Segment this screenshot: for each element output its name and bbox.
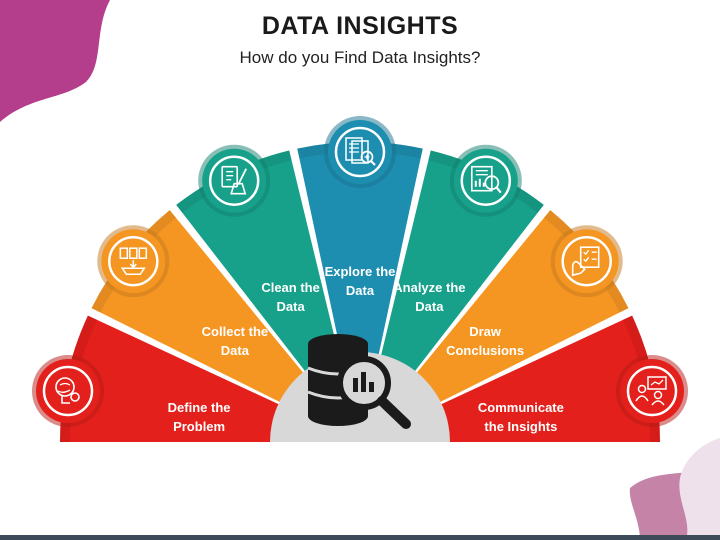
step-7-label-line1: Communicate [478,400,564,415]
step-1-label-line2: Problem [173,419,225,434]
step-6-icon-badge [550,225,623,298]
step-3-icon-badge [198,144,271,217]
step-2-icon-badge [97,225,170,298]
step-3-label-line1: Clean the [261,280,320,295]
step-4-icon-badge [324,116,396,188]
step-3-label-line2: Data [277,299,306,314]
center-hub [270,334,450,442]
step-4-label-line1: Explore the [325,264,396,279]
step-5-label-line2: Data [415,299,444,314]
step-5-icon-badge [449,144,522,217]
page-title: DATA INSIGHTS [261,12,459,40]
step-7-icon-badge [616,355,688,427]
step-1-icon-badge [32,355,104,427]
step-2-label-line1: Collect the [202,324,268,339]
segment-4 [297,141,423,443]
step-7-label-line2: the Insights [484,419,557,434]
page-subtitle: How do you Find Data Insights? [239,48,481,67]
step-6-label-line2: Conclusions [446,343,524,358]
step-5-label-line1: Analyze the [393,280,465,295]
step-6-label-line1: Draw [469,324,502,339]
bottom-bar [0,535,720,540]
corner-decoration-top-left [0,0,110,122]
step-1-label-line1: Define the [168,400,231,415]
corner-decoration-bottom-right-front [679,438,720,540]
step-4-label-line2: Data [346,283,375,298]
step-2-label-line2: Data [221,343,250,358]
database-search-icon [307,334,411,429]
